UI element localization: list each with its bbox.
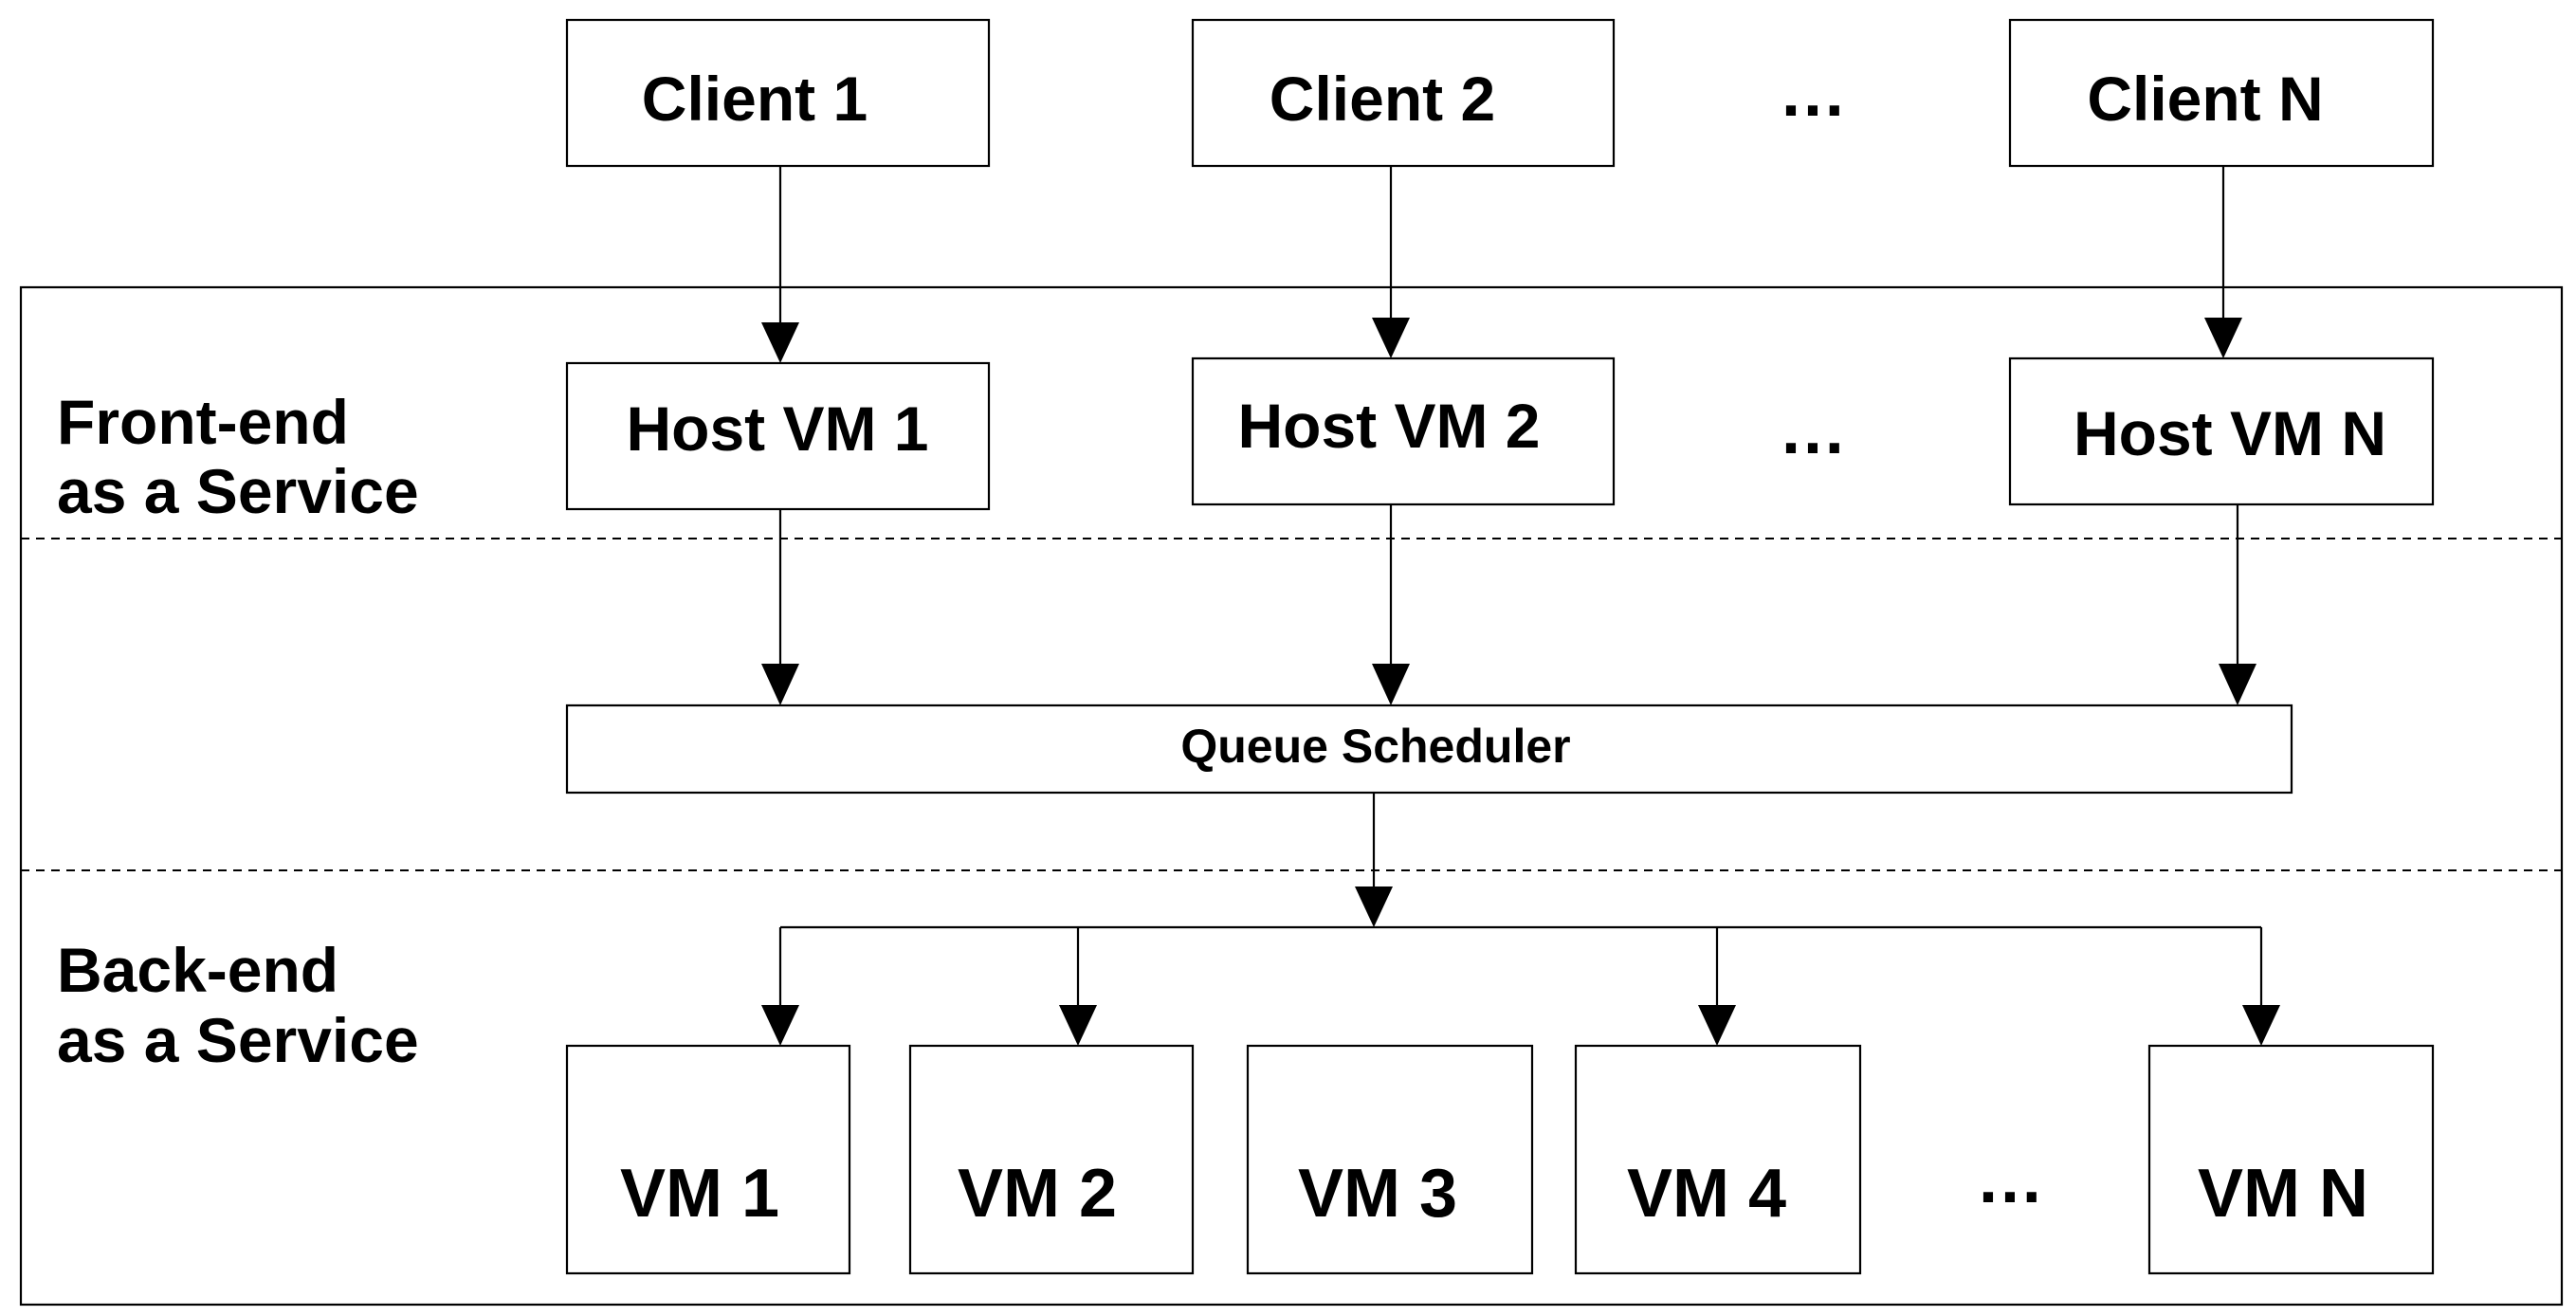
arrowhead-scheduler-bus (1355, 886, 1393, 927)
front-end-label-line1: Front-end (57, 387, 349, 457)
client-box-n: Client N (2008, 18, 2435, 168)
host-vm-box-n: Host VM N (2008, 356, 2435, 506)
service-frame (19, 285, 2564, 1307)
vm-ellipsis: … (1976, 1142, 2044, 1217)
client-box-1: Client 1 (565, 18, 991, 168)
vm-box-2: VM 2 (908, 1044, 1195, 1275)
vm-box-n: VM N (2147, 1044, 2435, 1275)
vm-label-2: VM 2 (958, 1156, 1117, 1232)
arrowhead-bus-vm1 (761, 1005, 799, 1046)
arrowhead-hostn-scheduler (2219, 664, 2256, 705)
vm-box-3: VM 3 (1246, 1044, 1534, 1275)
arrowhead-bus-vm2 (1059, 1005, 1097, 1046)
host-vm-label-n: Host VM N (2074, 398, 2386, 468)
client-ellipsis: … (1779, 55, 1847, 131)
vm-label-3: VM 3 (1298, 1156, 1457, 1232)
host-vm-label-1: Host VM 1 (626, 393, 928, 464)
arrowhead-host1-scheduler (761, 664, 799, 705)
queue-scheduler-label: Queue Scheduler (1180, 720, 1570, 773)
client-label-1: Client 1 (642, 64, 868, 134)
vm-label-1: VM 1 (620, 1156, 779, 1232)
arrowhead-client1-host1 (761, 322, 799, 363)
client-box-2: Client 2 (1191, 18, 1616, 168)
vm-label-4: VM 4 (1627, 1156, 1786, 1232)
host-vm-box-1: Host VM 1 (565, 361, 991, 511)
arrowhead-clientn-hostn (2204, 318, 2242, 358)
back-end-label-line2: as a Service (57, 1005, 419, 1075)
host-vm-ellipsis: … (1779, 393, 1847, 468)
arrowhead-bus-vmn (2242, 1005, 2280, 1046)
vm-label-n: VM N (2198, 1156, 2368, 1232)
front-end-label-line2: as a Service (57, 456, 419, 526)
arrowhead-host2-scheduler (1372, 664, 1410, 705)
client-label-2: Client 2 (1270, 64, 1495, 134)
arrowhead-bus-vm4 (1698, 1005, 1736, 1046)
host-vm-box-2: Host VM 2 (1191, 356, 1616, 506)
arrowhead-client2-host2 (1372, 318, 1410, 358)
queue-scheduler-box: Queue Scheduler (565, 704, 2293, 795)
host-vm-label-2: Host VM 2 (1237, 391, 1540, 461)
vm-box-4: VM 4 (1574, 1044, 1862, 1275)
vm-box-1: VM 1 (565, 1044, 851, 1275)
back-end-label-line1: Back-end (57, 935, 338, 1005)
client-label-n: Client N (2087, 64, 2323, 134)
